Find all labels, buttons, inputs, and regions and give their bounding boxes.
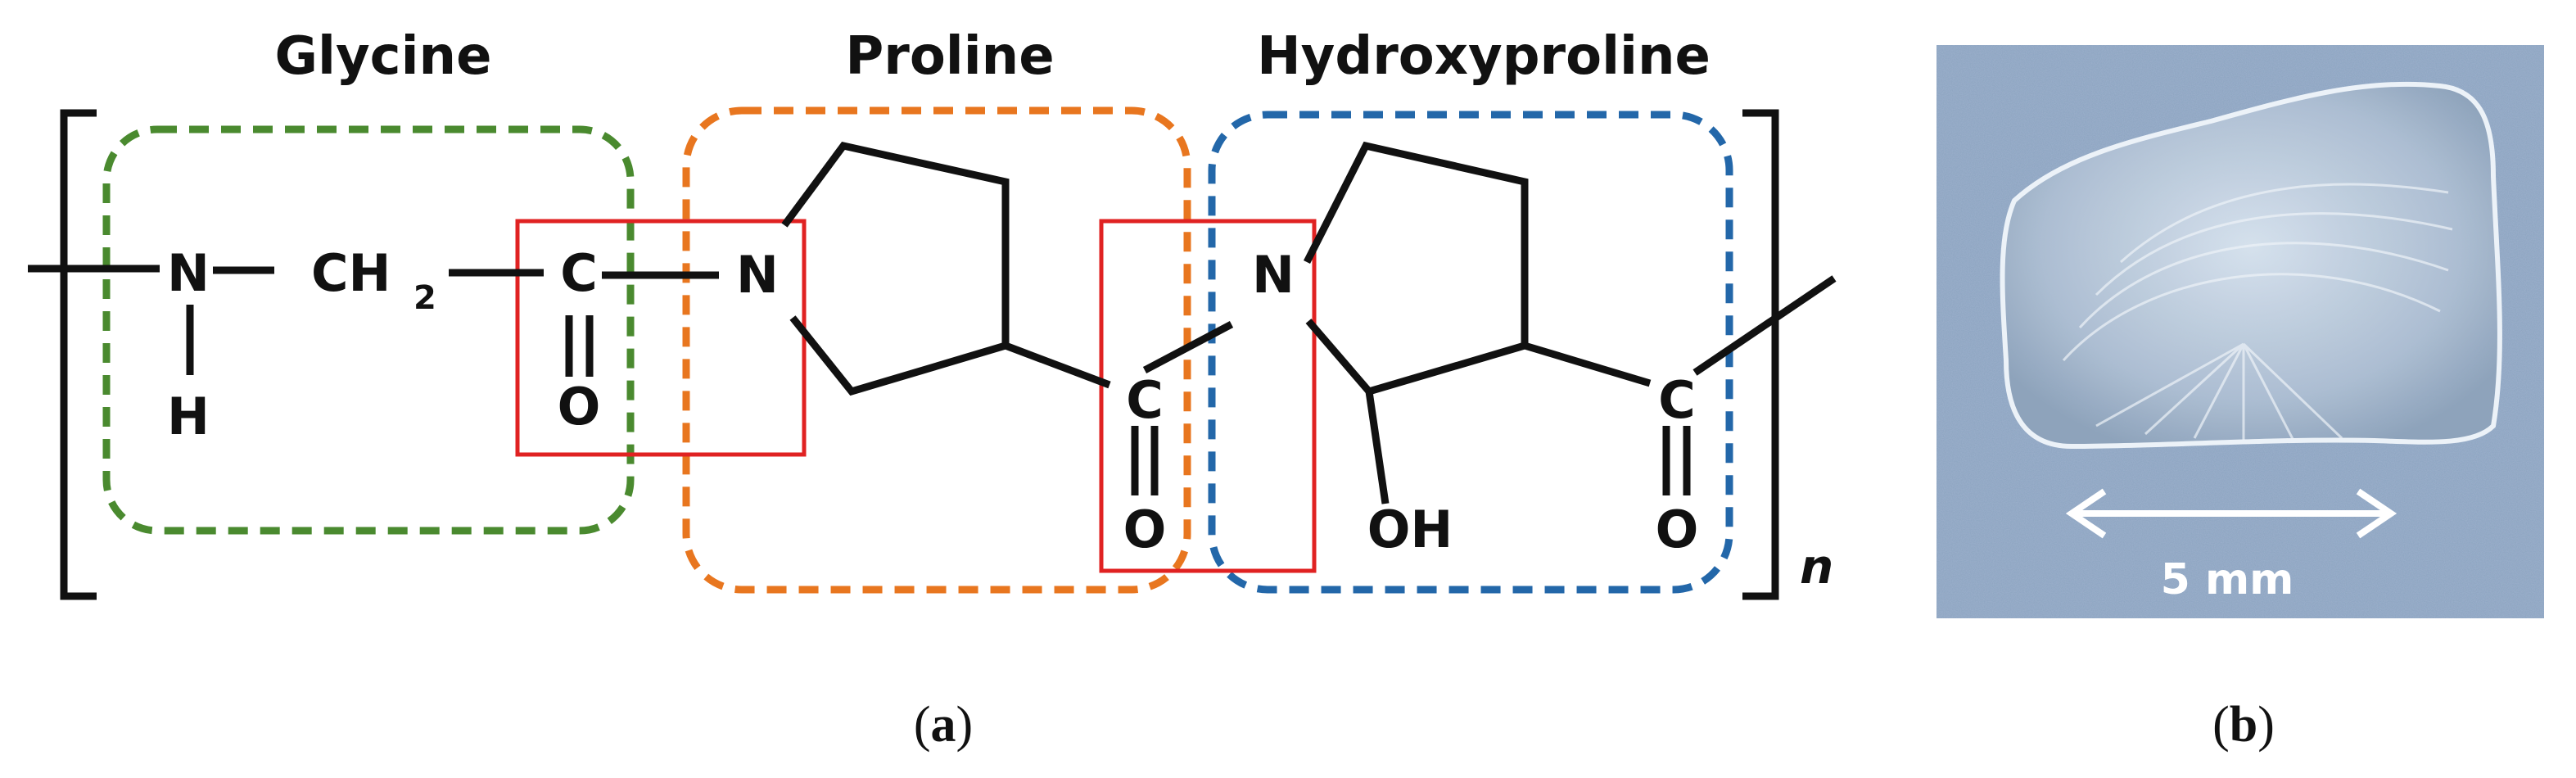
atom-ch2-subscript: 2 — [414, 279, 436, 317]
fish-scale — [2000, 81, 2502, 450]
glycine-label: Glycine — [274, 26, 491, 87]
atom-c-glycine: C — [560, 243, 598, 303]
atom-oh-hydroxyproline: OH — [1367, 500, 1453, 559]
left-bracket — [60, 109, 97, 600]
panel-b-close: ) — [2257, 697, 2275, 753]
panel-a-letter: a — [931, 697, 956, 753]
panel-b-open: ( — [2212, 697, 2230, 753]
atom-o-hydroxyproline: O — [1656, 500, 1699, 559]
atom-c-hydroxyproline: C — [1658, 370, 1696, 430]
structure-panel: Glycine Proline Hydroxyproline n — [28, 26, 1837, 600]
panel-b-letter: b — [2230, 697, 2257, 753]
panel-a-open: ( — [914, 697, 931, 753]
atom-h-glycine: H — [167, 387, 210, 446]
hydroxyproline-box — [1208, 111, 1733, 594]
atom-n-glycine: N — [167, 243, 210, 303]
bond-lines — [28, 141, 1837, 504]
scale-bar-arrow — [2065, 488, 2397, 539]
fish-scale-ridges — [2062, 183, 2453, 441]
panel-a-close: ) — [956, 697, 974, 753]
glycine-box — [102, 125, 635, 535]
atom-o-glycine: O — [558, 377, 601, 436]
panel-a-label: (a) — [914, 697, 973, 753]
proline-box — [682, 106, 1191, 594]
panel-b-label: (b) — [2212, 697, 2275, 753]
repeat-count-label: n — [1800, 539, 1833, 595]
atom-ch2: CH — [311, 243, 391, 303]
atom-o-proline: O — [1123, 500, 1167, 559]
proline-label: Proline — [845, 26, 1054, 87]
right-bracket — [1742, 109, 1779, 600]
hydroxyproline-label: Hydroxyproline — [1257, 26, 1711, 87]
photo-panel: 5 mm — [1937, 45, 2544, 618]
atom-n-proline: N — [736, 245, 779, 305]
scale-bar-label: 5 mm — [2161, 555, 2294, 604]
peptide-bond-box-2 — [1099, 219, 1317, 573]
atom-c-proline: C — [1126, 370, 1164, 430]
atom-n-hydroxyproline: N — [1252, 245, 1295, 305]
